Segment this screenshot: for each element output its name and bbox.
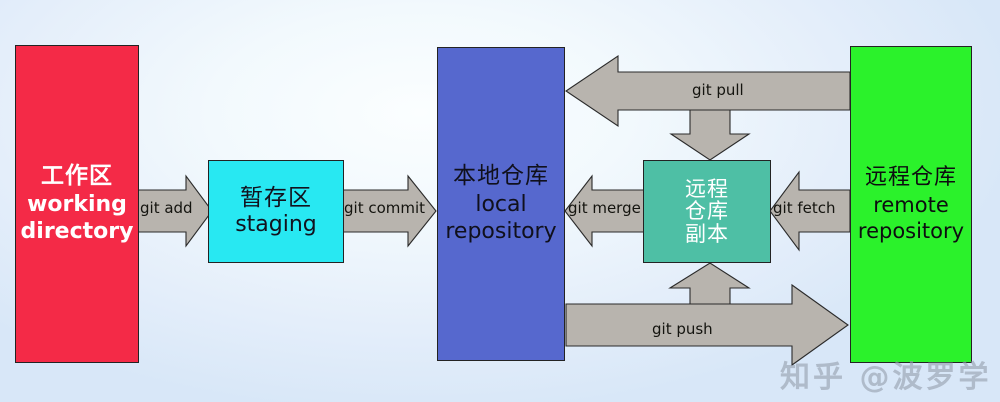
arrow-label-git-add: git add <box>140 199 193 217</box>
node-working-directory-en-2: directory <box>20 219 134 245</box>
node-remote-repository-cn: 远程仓库 <box>864 165 957 191</box>
git-pull-arrow <box>565 54 851 128</box>
node-working-directory[interactable]: 工作区 working directory <box>15 45 139 363</box>
node-local-repository-en-1: local <box>475 191 527 217</box>
node-remote-repository-copy-cn-3: 副本 <box>685 221 729 246</box>
node-remote-repository-en-2: repository <box>857 219 965 244</box>
node-working-directory-cn: 工作区 <box>41 163 113 190</box>
node-local-repository-cn: 本地仓库 <box>453 163 549 190</box>
git-fetch-arrow <box>769 170 851 252</box>
arrow-label-git-push: git push <box>652 320 713 338</box>
node-remote-repository[interactable]: 远程仓库 remote repository <box>850 46 972 363</box>
git-pull-branch-down-arrow <box>669 109 751 161</box>
node-staging-area-en-1: staging <box>235 212 317 238</box>
node-staging-area-cn: 暂存区 <box>240 185 312 212</box>
node-local-repository-en-2: repository <box>445 219 557 245</box>
git-merge-arrow <box>564 174 645 248</box>
git-add-arrow <box>137 174 213 248</box>
watermark: 知乎 @波罗学 <box>780 360 992 395</box>
node-staging-area[interactable]: 暂存区 staging <box>208 160 344 263</box>
git-push-branch-up-arrow <box>668 262 751 305</box>
arrow-label-git-pull: git pull <box>692 81 744 99</box>
node-remote-repository-copy[interactable]: 远程 仓库 副本 <box>643 160 771 263</box>
arrow-label-git-fetch: git fetch <box>773 199 836 217</box>
arrow-label-git-commit: git commit <box>344 199 426 217</box>
arrow-label-git-merge: git merge <box>568 199 641 217</box>
node-remote-repository-en-1: remote <box>873 192 949 217</box>
node-remote-repository-copy-cn-2: 仓库 <box>685 199 729 224</box>
git-push-arrow <box>565 283 849 367</box>
node-remote-repository-copy-cn-1: 远程 <box>685 176 729 201</box>
node-local-repository[interactable]: 本地仓库 local repository <box>437 47 565 361</box>
node-working-directory-en-1: working <box>27 191 127 217</box>
git-commit-arrow <box>342 174 437 248</box>
